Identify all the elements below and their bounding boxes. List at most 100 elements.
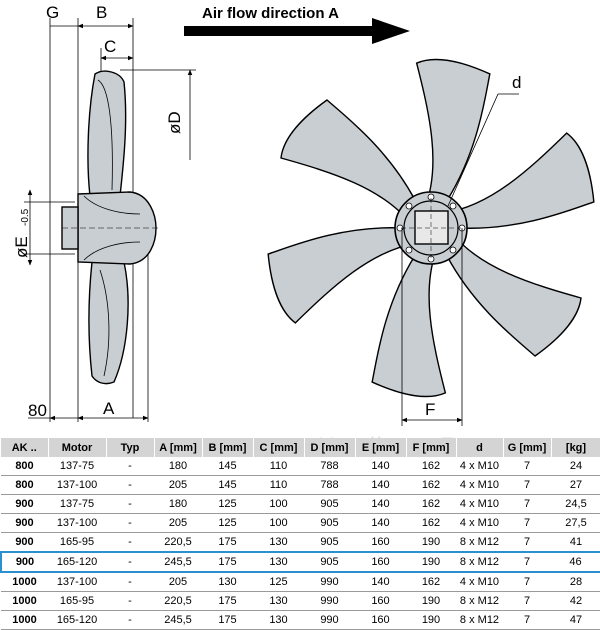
column-header: B [mm] [202,438,254,457]
table-cell: 205 [154,572,202,592]
dim-label-A: A [103,399,115,418]
table-cell: 41 [551,532,600,553]
table-cell: 190 [406,591,456,611]
table-cell: 205 [154,475,202,495]
table-cell: 900 [0,551,48,573]
airflow-label: Air flow direction A [202,5,339,22]
table-cell: 162 [406,494,456,514]
table-cell: 110 [253,457,304,476]
table-cell: 180 [154,457,202,476]
table-cell: 990 [304,572,355,592]
table-cell: 990 [304,610,355,630]
table-cell: 905 [304,532,355,553]
table-cell: 180 [154,494,202,514]
table-cell: 145 [202,457,253,476]
table-cell: 125 [202,494,253,514]
column-header: d [456,438,504,457]
side-view: G B C øD øE -0.5 80 A [12,3,196,422]
table-cell: 4 x M10 [456,572,503,592]
table-cell: 4 x M10 [456,494,503,514]
front-blade [280,99,416,226]
table-cell: 27 [551,475,600,495]
table-cell: 160 [355,551,406,573]
table-cell: 7 [503,591,551,611]
table-cell: 190 [406,532,456,553]
dim-label-F: F [425,400,435,419]
table-cell: 8 x M12 [456,551,503,573]
table-cell: 4 x M10 [456,475,503,495]
table-cell: 140 [355,572,406,592]
column-header: C [mm] [253,438,305,457]
table-cell: 990 [304,591,355,611]
table-cell: 125 [253,572,304,592]
table-cell: 137-100 [48,475,106,495]
table-cell: 788 [304,475,355,495]
column-header: AK .. [1,438,49,457]
table-cell: 100 [253,494,304,514]
table-cell: - [106,591,154,611]
table-cell: 4 x M10 [456,457,503,476]
table-cell: 7 [503,532,551,553]
table-cell: 24 [551,457,600,476]
table-cell: 130 [253,610,304,630]
table-cell: 905 [304,494,355,514]
table-cell: 220,5 [154,532,202,553]
table-cell: 47 [551,610,600,630]
table-cell: 140 [355,513,406,533]
dim-label-D: øD [165,111,184,134]
table-cell: 160 [355,532,406,553]
table-cell: 8 x M12 [456,610,503,630]
table-cell: 8 x M12 [456,532,503,553]
table-cell: 7 [503,494,551,514]
table-cell: 125 [202,513,253,533]
dim-label-d: d [512,73,521,92]
table-cell: 245,5 [154,551,202,573]
dim-label-C: C [104,37,116,56]
table-cell: 160 [355,610,406,630]
table-cell: 1000 [1,610,48,630]
table-cell: - [106,475,154,495]
table-cell: 24,5 [551,494,600,514]
table-cell: 165-95 [48,591,106,611]
front-motor-flange [414,210,449,245]
table-cell: 800 [1,457,48,476]
table-cell: 165-120 [48,551,106,573]
table-cell: 7 [503,513,551,533]
table-cell: 27,5 [551,513,600,533]
dim-label-B: B [96,3,107,22]
table-cell: 110 [253,475,304,495]
table-cell: 130 [253,532,304,553]
table-cell: 162 [406,572,456,592]
airflow-indicator: Air flow direction A [184,5,410,44]
table-cell: 900 [1,513,48,533]
table-cell: 175 [202,551,253,573]
table-cell: 46 [551,551,600,573]
table-cell: 137-100 [48,513,106,533]
table-cell: 42 [551,591,600,611]
front-view: d F [244,33,600,426]
table-cell: 162 [406,457,456,476]
table-cell: 245,5 [154,610,202,630]
table-cell: 1000 [1,591,48,611]
table-cell: - [106,532,154,553]
table-cell: - [106,551,154,573]
table-cell: - [106,457,154,476]
table-cell: 900 [1,532,48,553]
column-header: [kg] [551,438,600,457]
table-cell: 162 [406,513,456,533]
column-header: A [mm] [154,438,203,457]
table-cell: 175 [202,610,253,630]
table-cell: 7 [503,610,551,630]
dim-label-E-tolerance: -0.5 [20,208,31,226]
column-header: Motor [48,438,107,457]
table-cell: 165-95 [48,532,106,553]
